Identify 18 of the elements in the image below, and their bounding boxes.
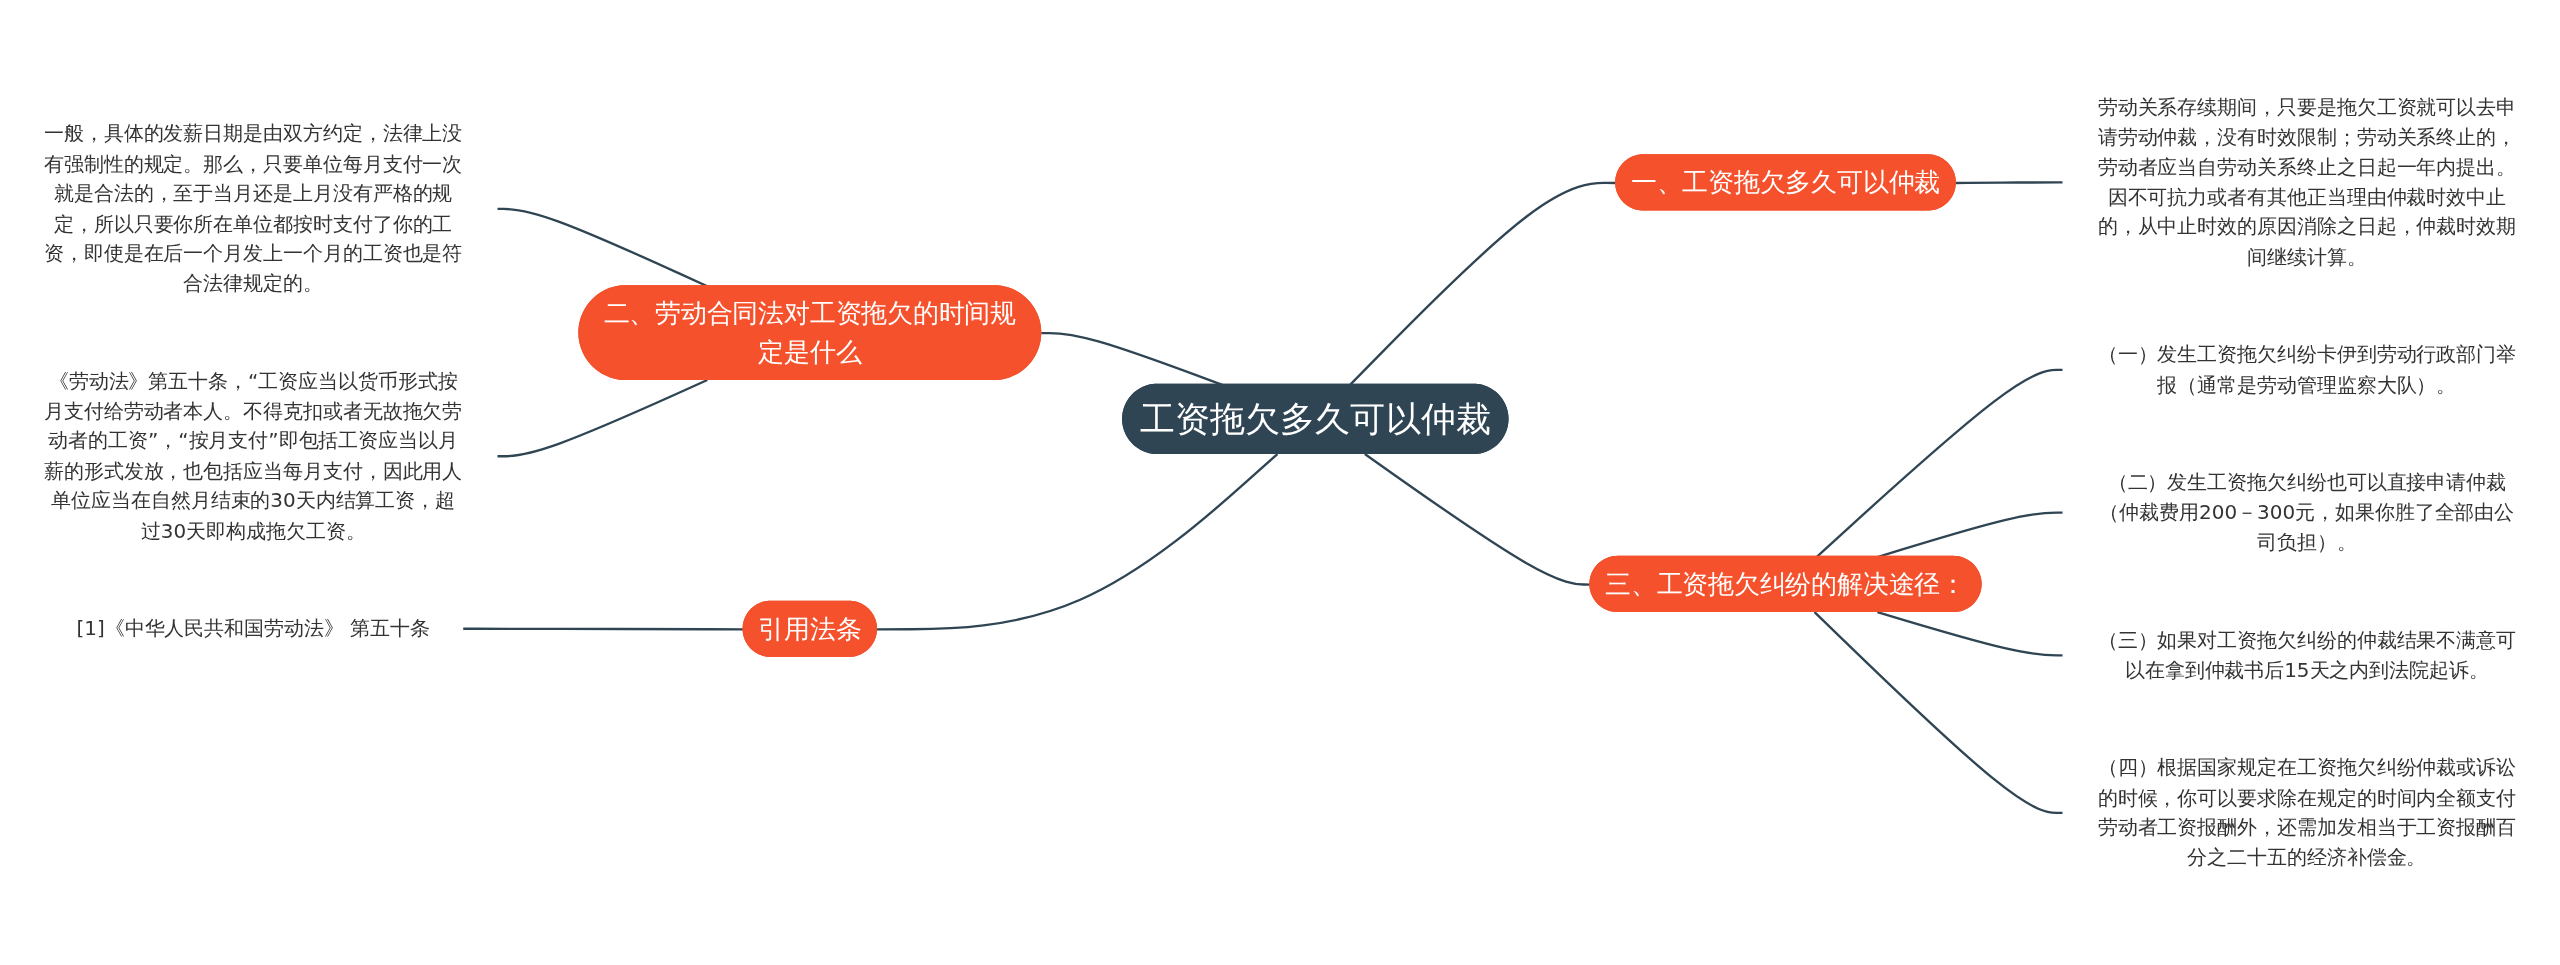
node-text: （一）发生工资拖欠纠纷卡伊到劳动行政部门举报（通常是劳动管理监察大队）。 [2097, 342, 2517, 396]
connector [1041, 331, 1223, 386]
node-text: [1]《中华人民共和国劳动法》 第五十条 [76, 615, 430, 640]
connector [1955, 181, 2064, 184]
connector [1815, 368, 2064, 558]
node-text: （三）如果对工资拖欠纠纷的仲裁结果不满意可以在拿到仲裁书后15天之内到法院起诉。 [2097, 627, 2517, 681]
connector [1349, 181, 1617, 386]
connector [496, 378, 708, 458]
connector [462, 627, 744, 631]
node-text: 劳动关系存续期间，只要是拖欠工资就可以去申请劳动仲裁，没有时效限制；劳动关系终止的，劳动者应当自劳动关系终止之日起一年内提出。因不可抗力或者有其他正当理由仲裁时效中止的，从中止时效的原因消除之日起，仲裁时效期间继续计算。 [2097, 94, 2517, 268]
node-text: 一般，具体的发薪日期是由双方约定，法律上没有强制性的规定。那么，只要单位每月支付一次就是合法的，至于当月还是上月没有严格的规定，所以只要你所在单位都按时支付了你的工资，即使是在后一个月发上一个月的工资也是符合法律规定的。 [43, 121, 463, 295]
node-text: （四）根据国家规定在工资拖欠纠纷仲裁或诉讼的时候，你可以要求除在规定的时间内全额支付劳动者工资报酬外，还需加发相当于工资报酬百分之二十五的经济补偿金。 [2097, 755, 2517, 869]
node-text: 《劳动法》第五十条，“工资应当以货币形式按月支付给劳动者本人。不得克扣或者无故拖欠劳动者的工资”，“按月支付”即包括工资应当以月薪的形式发放，也包括应当每月支付，因此用人单位应当在自然月结束的30天内结算工资，超过30天即构成拖欠工资。 [43, 368, 463, 542]
connector [1877, 610, 2064, 657]
node-text: （二）发生工资拖欠纠纷也可以直接申请仲裁（仲裁费用200－300元，如果你胜了全部由公司负担）。 [2099, 469, 2515, 554]
connector [1877, 511, 2064, 558]
connector [1813, 611, 2064, 814]
connector [877, 452, 1279, 631]
